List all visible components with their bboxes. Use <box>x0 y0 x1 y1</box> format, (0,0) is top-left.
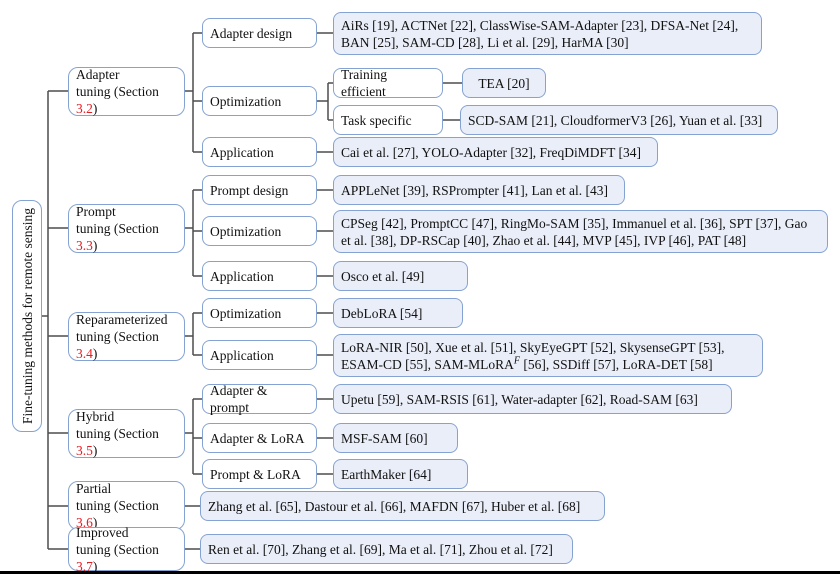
connector-root-trunk <box>42 90 68 550</box>
leaf-training-efficient-refs: TEA [20] <box>462 68 546 98</box>
leaf-adapter-lora-refs: MSF-SAM [60] <box>333 423 458 453</box>
branch-adapter-tuning-label: Adapter tuning (Section 3.2) <box>76 67 159 116</box>
leaf-task-specific-refs: SCD-SAM [21], CloudformerV3 [26], Yuan e… <box>460 105 778 135</box>
leaf-prompt-optimization-refs: CPSeg [42], PromptCC [47], RingMo-SAM [3… <box>333 210 828 253</box>
node-prompt-design: Prompt design <box>202 175 317 205</box>
superscript-f: F <box>513 355 520 366</box>
branch-improved-tuning-label: Improved tuning (Section 3.7) <box>76 524 159 574</box>
branch-partial-tuning-label: Partial tuning (Section 3.6) <box>76 481 159 530</box>
node-adapter-application: Application <box>202 137 317 167</box>
leaf-reparam-optimization-refs: DebLoRA [54] <box>333 298 463 328</box>
leaf-reparam-application-refs: LoRA-NIR [50], Xue et al. [51], SkyEyeGP… <box>333 334 763 377</box>
branch-hybrid-tuning-label: Hybrid tuning (Section 3.5) <box>76 409 159 458</box>
leaf-prompt-design-refs: APPLeNet [39], RSPrompter [41], Lan et a… <box>333 175 625 205</box>
section-number: 3.7 <box>76 558 93 574</box>
branch-improved-tuning: Improved tuning (Section 3.7) <box>68 525 185 574</box>
node-adapter-design: Adapter design <box>202 18 317 48</box>
leaf-adapter-design-refs: AiRs [19], ACTNet [22], ClassWise-SAM-Ad… <box>333 12 762 55</box>
branch-adapter-tuning: Adapter tuning (Section 3.2) <box>68 67 185 116</box>
leaf-improved-tuning-refs: Ren et al. [70], Zhang et al. [69], Ma e… <box>200 534 573 564</box>
node-adapter-optimization: Optimization <box>202 86 317 116</box>
leaf-adapter-application-refs: Cai et al. [27], YOLO-Adapter [32], Freq… <box>333 137 658 167</box>
branch-reparameterized-tuning: Reparameterized tuning (Section 3.4) <box>68 312 185 361</box>
section-number: 3.5 <box>76 443 93 458</box>
leaf-prompt-application-refs: Osco et al. [49] <box>333 261 468 291</box>
node-prompt-optimization: Optimization <box>202 216 317 246</box>
branch-prompt-tuning: Prompt tuning (Section 3.3) <box>68 204 185 253</box>
bottom-divider-line <box>0 571 840 574</box>
root-node-fine-tuning-methods: Fine-tuning methods for remote sensing <box>12 200 42 432</box>
leaf-adapter-prompt-refs: Upetu [59], SAM-RSIS [61], Water-adapter… <box>333 384 732 414</box>
node-reparam-application: Application <box>202 340 317 370</box>
node-training-efficient: Training efficient <box>333 67 443 99</box>
leaf-reparam-application-text: LoRA-NIR [50], Xue et al. [51], SkyEyeGP… <box>341 339 725 372</box>
node-reparam-optimization: Optimization <box>202 298 317 328</box>
section-number: 3.2 <box>76 101 93 116</box>
branch-prompt-tuning-label: Prompt tuning (Section 3.3) <box>76 204 159 253</box>
node-task-specific: Task specific <box>333 105 443 135</box>
node-prompt-application: Application <box>202 261 317 291</box>
section-number: 3.3 <box>76 238 93 253</box>
section-number: 3.6 <box>76 515 93 530</box>
branch-partial-tuning: Partial tuning (Section 3.6) <box>68 481 185 530</box>
section-number: 3.4 <box>76 346 93 361</box>
node-adapter-and-prompt: Adapter & prompt <box>202 383 317 415</box>
node-adapter-and-lora: Adapter & LoRA <box>202 423 317 453</box>
root-node-label: Fine-tuning methods for remote sensing <box>19 208 35 424</box>
branch-reparameterized-tuning-label: Reparameterized tuning (Section 3.4) <box>76 312 168 361</box>
connector-partial-improved <box>184 505 200 550</box>
branch-hybrid-tuning: Hybrid tuning (Section 3.5) <box>68 409 185 458</box>
leaf-partial-tuning-refs: Zhang et al. [65], Dastour et al. [66], … <box>200 491 605 521</box>
node-prompt-and-lora: Prompt & LoRA <box>202 459 317 489</box>
leaf-prompt-lora-refs: EarthMaker [64] <box>333 459 468 489</box>
